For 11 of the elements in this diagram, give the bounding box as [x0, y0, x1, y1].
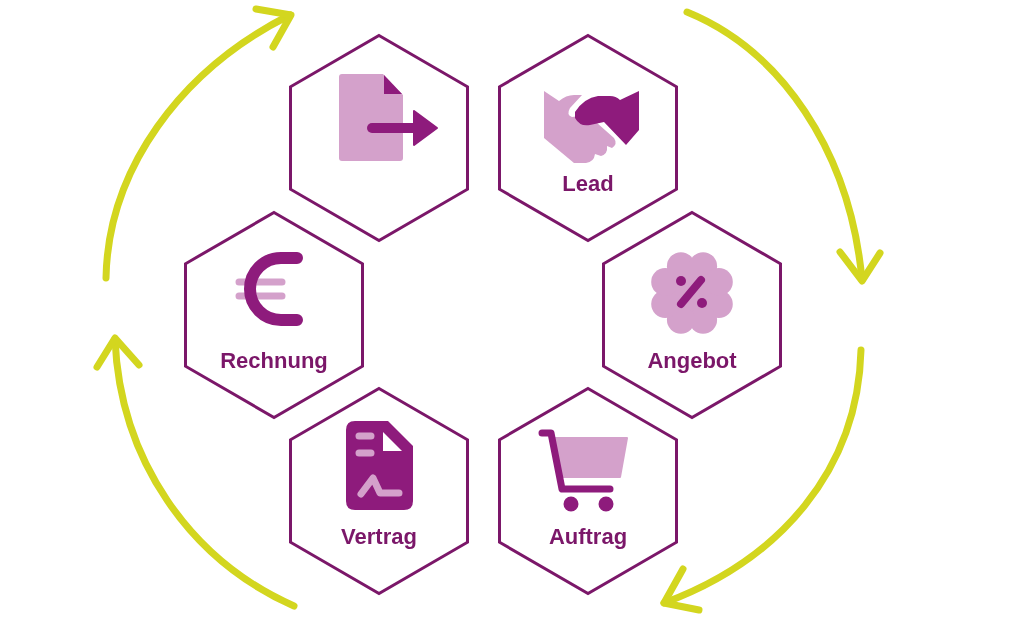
- node-label: Angebot: [646, 348, 738, 375]
- node-label: Lead: [561, 171, 615, 198]
- hexagon-node: [289, 34, 469, 242]
- hexagon-node: [184, 211, 364, 419]
- hexagon-node: [498, 34, 678, 242]
- node-label: Vertrag: [340, 524, 418, 551]
- hexagon-node: [289, 387, 469, 595]
- node-label: Rechnung: [219, 348, 329, 375]
- node-label: Auftrag: [547, 524, 629, 551]
- hexagon-node: [498, 387, 678, 595]
- hexagon-node: [602, 211, 782, 419]
